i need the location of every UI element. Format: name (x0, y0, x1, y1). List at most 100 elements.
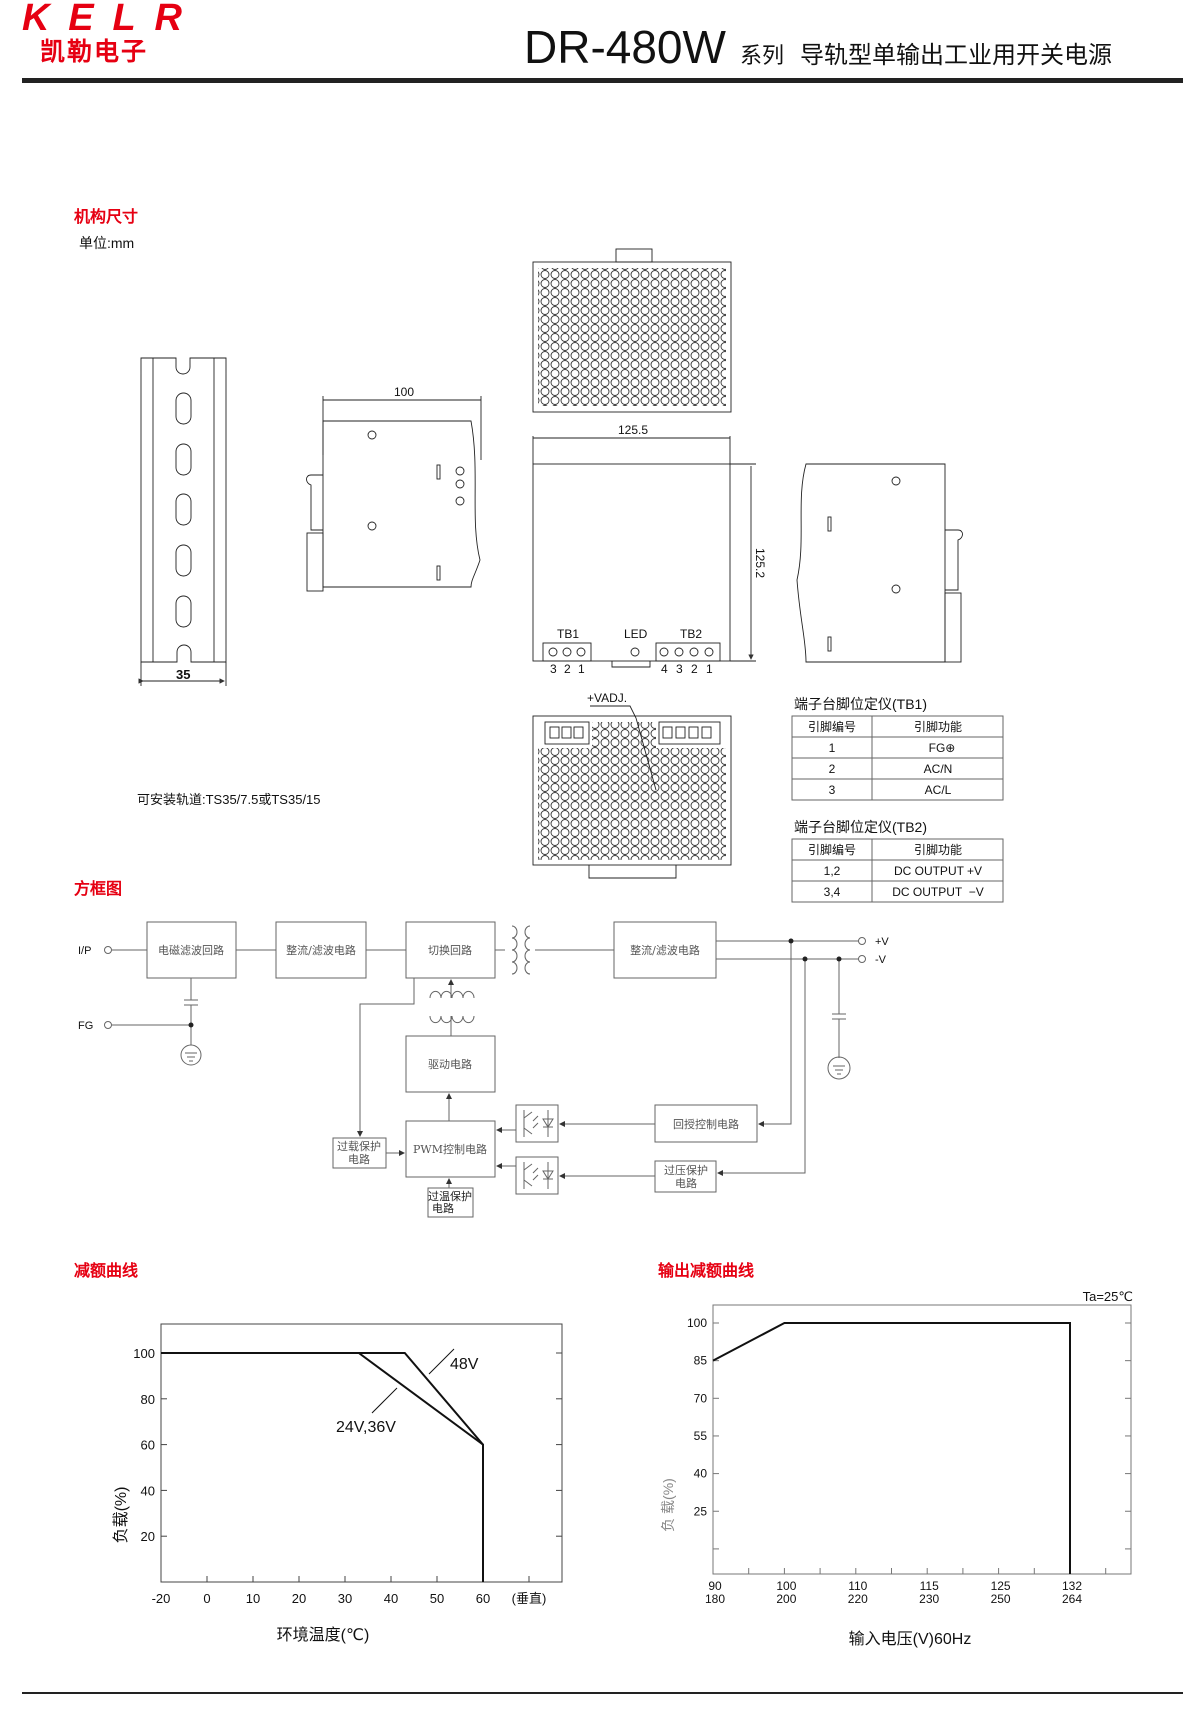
model-title: DR-480W (524, 21, 727, 73)
y-tick-label: 85 (694, 1354, 708, 1368)
tb2-cell: DC OUTPUT −V (892, 885, 983, 899)
feedback-block: 回授控制电路 (673, 1117, 739, 1131)
y-axis-label: 负载(%) (112, 1487, 130, 1544)
tb2-header-pin: 引脚编号 (808, 842, 856, 857)
header-rule (22, 78, 1183, 83)
tb2-table-title: 端子台脚位定仪(TB2) (794, 819, 927, 835)
tb2-pin: 1 (706, 662, 713, 676)
y-axis-label: 负 载(%) (660, 1478, 676, 1532)
y-tick-label: 25 (694, 1504, 708, 1518)
tb2-pin: 2 (691, 662, 698, 676)
overtemp-block-line2: 电路 (432, 1202, 454, 1215)
series-line-load (712, 1322, 1071, 1574)
y-tick-label: 100 (133, 1346, 155, 1361)
x-tick-label-secondary: 180 (705, 1592, 725, 1606)
x-tick-label-secondary: 220 (848, 1592, 868, 1606)
tb1-table-title: 端子台脚位定仪(TB1) (794, 696, 927, 712)
overtemp-block: 过温保护 (428, 1189, 472, 1203)
side-view-right (796, 463, 963, 663)
tb1-cell: 2 (829, 762, 836, 776)
x-axis-label: 输入电压(V)60Hz (849, 1630, 972, 1648)
switching-block: 切换回路 (428, 943, 472, 957)
header: KELR 凯勒电子 DR-480W 系列 导轨型单输出工业用开关电源 (22, 0, 1183, 83)
y-tick-label: 20 (141, 1529, 155, 1544)
series-label: 系列 (740, 43, 784, 68)
x-tick-label: 20 (292, 1591, 306, 1606)
x-tick-label: 0 (203, 1591, 210, 1606)
pos-v-label: +V (875, 936, 889, 948)
tb1-pin: 3 (550, 662, 557, 676)
tb1-cell: 3 (829, 783, 836, 797)
tb1-cell: FG⊕ (929, 741, 956, 755)
overload-block-line2: 电路 (348, 1153, 370, 1166)
fg-label: FG (78, 1020, 93, 1032)
side-view-left (306, 396, 482, 592)
tb2-cell: 3,4 (824, 885, 841, 899)
tb1-header-pin: 引脚编号 (808, 719, 856, 734)
x-tick-label: 100 (776, 1579, 796, 1593)
vadj-label: +VADJ. (587, 691, 627, 705)
x-tick-label: 115 (920, 1579, 939, 1593)
x-axis-label: 环境温度(℃) (277, 1625, 370, 1644)
logo-en: KELR (22, 0, 183, 39)
x-tick-label: 50 (430, 1591, 444, 1606)
front-view (532, 436, 756, 719)
x-tick-label-secondary: 250 (991, 1592, 1011, 1606)
tb2-header-function: 引脚功能 (914, 842, 962, 857)
bottom-view (532, 715, 732, 879)
tb2-cell: DC OUTPUT +V (894, 864, 982, 878)
x-tick-label: 10 (246, 1591, 260, 1606)
product-title: 导轨型单输出工业用开关电源 (800, 42, 1112, 69)
series-line-24V-36V (161, 1352, 484, 1582)
tb2-table: 端子台脚位定仪(TB2) 引脚编号 引脚功能 1,2 DC OUTPUT +V … (791, 819, 1004, 903)
x-tick-label: 40 (384, 1591, 398, 1606)
y-tick-label: 40 (141, 1483, 155, 1498)
unit-label: 单位:mm (79, 235, 134, 251)
ovp-block-line2: 电路 (675, 1177, 697, 1190)
x-tick-label: -20 (152, 1591, 171, 1606)
y-tick-label: 100 (687, 1316, 707, 1330)
tb1-cell: AC/L (925, 783, 952, 797)
y-tick-label: 55 (694, 1429, 708, 1443)
ovp-block: 过压保护 (664, 1163, 708, 1177)
tb2-cell: 1,2 (824, 864, 841, 878)
rectifier-block: 整流/滤波电路 (286, 943, 356, 957)
block-diagram: 方框图 (74, 879, 889, 1218)
tb1-cell: 1 (829, 741, 836, 755)
tb1-header-function: 引脚功能 (914, 719, 962, 734)
x-tick-label: 90 (708, 1579, 722, 1593)
tb2-pin: 4 (661, 662, 668, 676)
annotation-leader (371, 1387, 398, 1414)
pwm-block: PWM控制电路 (413, 1142, 487, 1156)
x-tick-label: (垂直) (512, 1591, 547, 1606)
tb1-pin: 2 (564, 662, 571, 676)
overload-block: 过载保护 (337, 1139, 381, 1153)
x-tick-label: 60 (476, 1591, 490, 1606)
x-tick-label: 30 (338, 1591, 352, 1606)
chart-title: 减额曲线 (74, 1261, 138, 1280)
tb1-label: TB1 (557, 627, 579, 641)
din-rail-drawing (138, 357, 227, 686)
emi-filter-block: 电磁滤波回路 (158, 944, 224, 957)
tb2-pin: 3 (676, 662, 683, 676)
x-tick-label: 125 (991, 1579, 1011, 1593)
width-dimension: 125.5 (618, 423, 648, 437)
rail-width-dimension: 35 (176, 667, 190, 682)
x-tick-label-secondary: 230 (919, 1592, 939, 1606)
tb2-label: TB2 (680, 627, 702, 641)
x-tick-label: 110 (848, 1579, 867, 1593)
x-tick-label-secondary: 200 (776, 1592, 796, 1606)
mechanical-section: 机构尺寸 单位:mm 35 可安装轨道:TS35/7.5或TS35/15 100 (74, 207, 963, 879)
ip-label: I/P (78, 945, 91, 957)
chart-title: 输出减额曲线 (658, 1261, 754, 1280)
section-title-block-diagram: 方框图 (74, 879, 122, 898)
tb1-table: 端子台脚位定仪(TB1) 引脚编号 引脚功能 1 FG⊕ 2 AC/N 3 AC… (791, 696, 1004, 801)
junction-dot (188, 1022, 194, 1028)
output-rectifier-block: 整流/滤波电路 (630, 943, 700, 957)
y-tick-label: 70 (694, 1391, 708, 1405)
x-tick-label-secondary: 264 (1062, 1592, 1082, 1606)
annotation-leader (428, 1348, 455, 1375)
junction-dot (836, 956, 842, 962)
